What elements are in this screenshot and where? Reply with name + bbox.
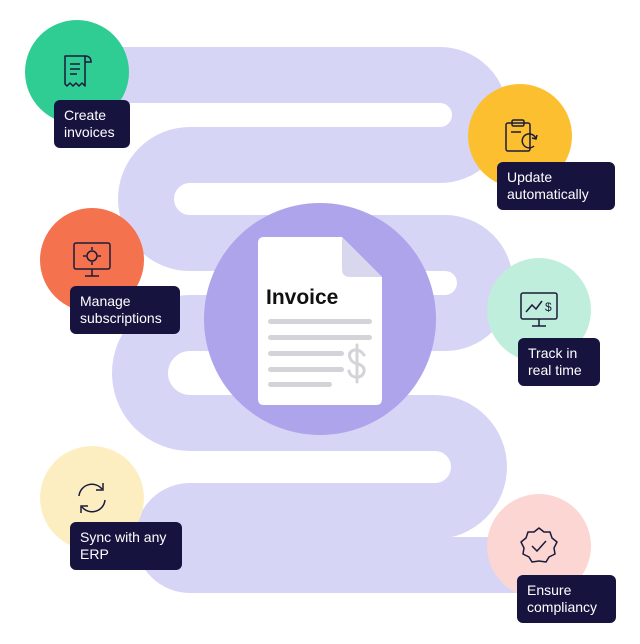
badge-check-icon xyxy=(520,527,558,563)
sync-arrows-icon xyxy=(78,483,106,513)
svg-text:$: $ xyxy=(545,300,552,314)
receipt-icon xyxy=(64,55,92,87)
invoice-document-icon xyxy=(258,237,382,405)
step-label: Manage subscriptions xyxy=(70,286,180,334)
clipboard-refresh-icon xyxy=(505,119,538,152)
step-label: Track in real time xyxy=(518,338,600,386)
invoice-title: Invoice xyxy=(266,286,339,309)
step-label: Create invoices xyxy=(54,100,130,148)
monitor-gear-icon xyxy=(73,242,111,277)
step-label: Ensure compliancy xyxy=(517,575,616,623)
step-label: Sync with any ERP xyxy=(70,522,182,570)
monitor-chart-icon: $ xyxy=(520,292,558,327)
step-label: Update automatically xyxy=(497,162,615,210)
